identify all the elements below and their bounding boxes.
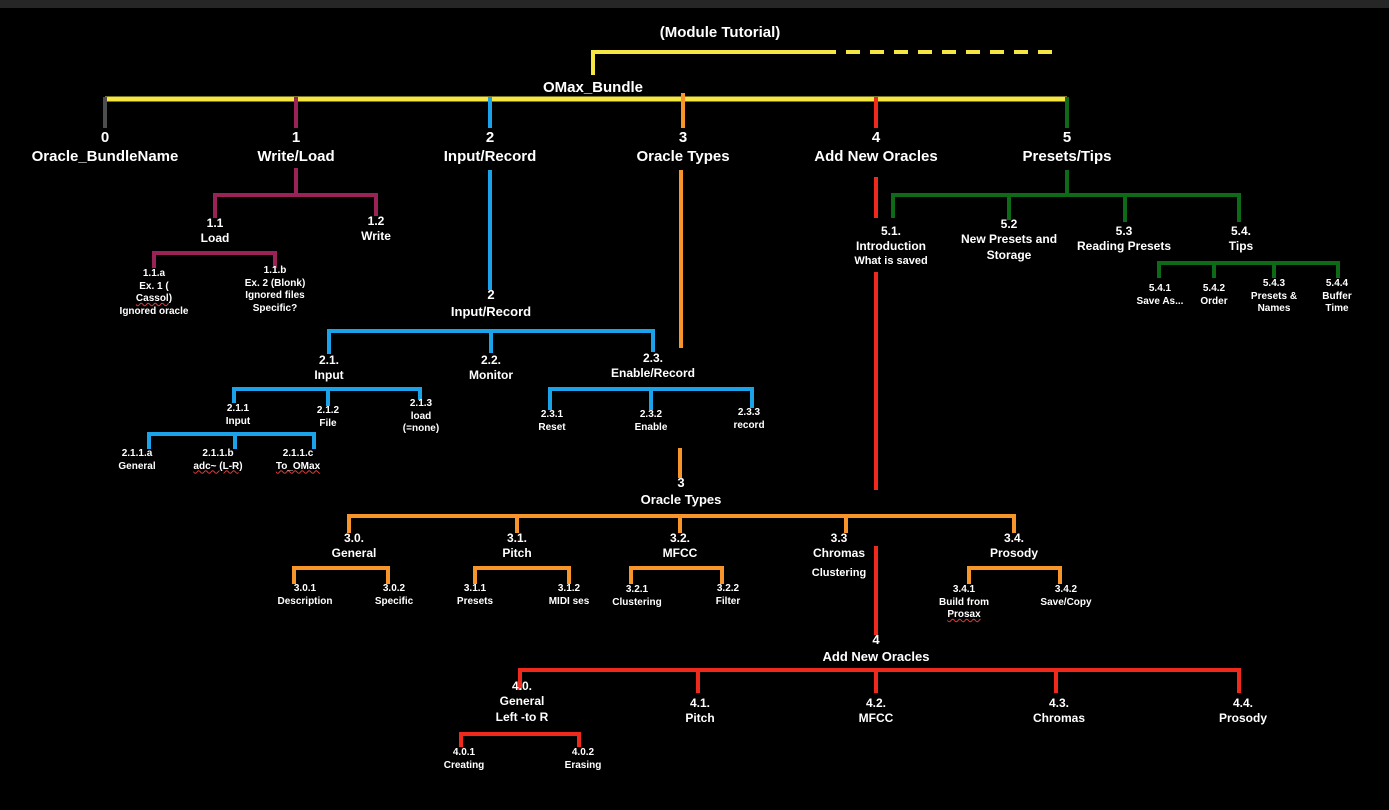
connector-line-10	[213, 193, 378, 218]
connector-line-11	[152, 251, 277, 268]
node-2-3-enable-record: 2.3.Enable/Record	[610, 351, 696, 381]
window-top-bar	[0, 0, 1389, 8]
node-3-0-general: 3.0.General	[331, 531, 377, 561]
node-4-1-pitch: 4.1.Pitch	[685, 696, 715, 726]
node-2-2-monitor: 2.2.Monitor	[469, 353, 513, 383]
connector-line-43	[1157, 261, 1340, 278]
node-4-2-mfcc: 4.2.MFCC	[858, 696, 894, 726]
connector-line-0	[591, 50, 822, 75]
connector-line-28	[473, 566, 571, 584]
node-5-4-tips: 5.4.Tips	[1228, 224, 1254, 254]
connector-line-27	[292, 566, 390, 584]
node-4-3-chromas: 4.3.Chromas	[1032, 696, 1086, 726]
node-3-1-pitch: 3.1.Pitch	[502, 531, 532, 561]
connector-line-40	[891, 193, 1241, 222]
node-2-1-input: 2.1.Input	[314, 353, 344, 383]
connector-line-29	[629, 566, 724, 584]
bundle-title: OMax_Bundle	[542, 79, 644, 96]
node-3-2-mfcc: 3.2.MFCC	[662, 531, 698, 561]
node-3-4-prosody: 3.4.Prosody	[989, 531, 1039, 561]
connector-line-30	[967, 566, 1062, 584]
connector-line-34	[518, 668, 1241, 693]
connector-line-38	[459, 732, 581, 747]
module-tutorial-title: (Module Tutorial)	[659, 24, 781, 41]
connector-line-17	[147, 432, 316, 449]
node-4-4-prosody: 4.4.Prosody	[1218, 696, 1268, 726]
